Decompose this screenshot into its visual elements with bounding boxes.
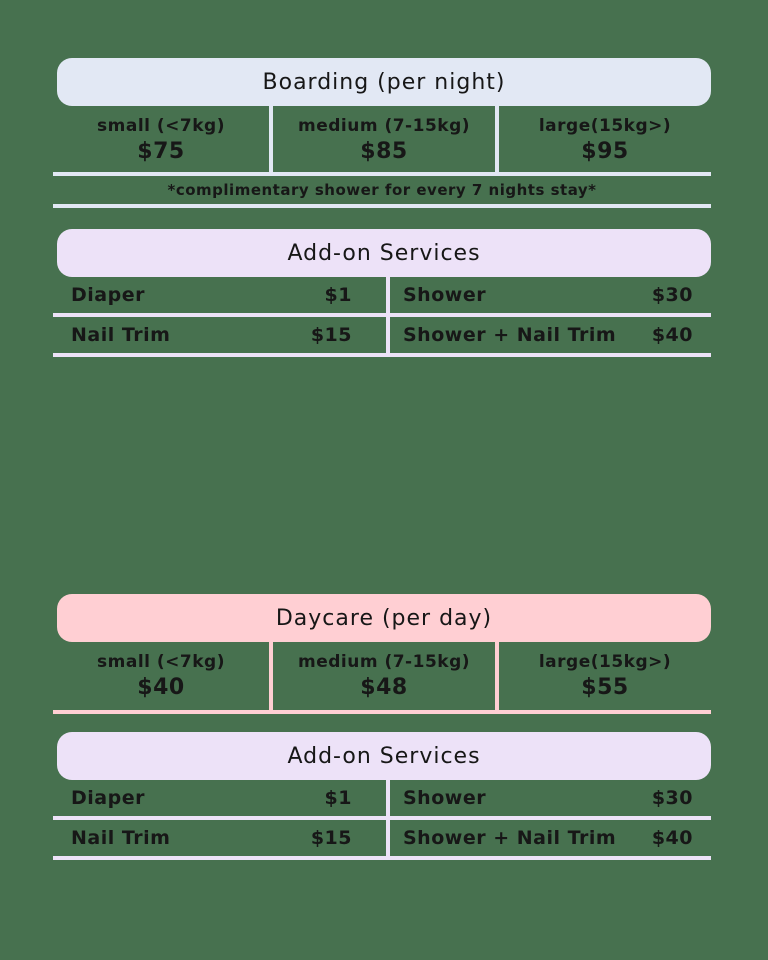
column-divider (269, 642, 273, 710)
addon-price: $1 (324, 787, 352, 809)
tier-price: $40 (137, 675, 185, 700)
addon-label: Nail Trim (71, 324, 171, 346)
addon-item: Shower + Nail Trim $40 (390, 820, 711, 856)
boarding-addons-table: Diaper $1 Shower $30 Nail Trim $15 Showe… (53, 277, 711, 357)
addon-row: Nail Trim $15 Shower + Nail Trim $40 (53, 317, 711, 353)
addon-item: Nail Trim $15 (53, 317, 386, 353)
daycare-title: Daycare (per day) (275, 605, 493, 631)
tier-price: $95 (581, 139, 629, 164)
addon-item: Nail Trim $15 (53, 820, 386, 856)
boarding-tier-large: large(15kg>) $95 (499, 106, 711, 172)
addon-price: $30 (651, 284, 693, 306)
addon-label: Diaper (71, 284, 145, 306)
boarding-addons-title: Add-on Services (287, 240, 481, 266)
addon-row: Diaper $1 Shower $30 (53, 277, 711, 313)
divider-line (53, 204, 711, 208)
addon-row: Diaper $1 Shower $30 (53, 780, 711, 816)
divider-line (53, 313, 711, 317)
addon-label: Shower + Nail Trim (403, 827, 617, 849)
addon-price: $1 (324, 284, 352, 306)
addon-row: Nail Trim $15 Shower + Nail Trim $40 (53, 820, 711, 856)
daycare-header: Daycare (per day) (57, 594, 711, 642)
addon-label: Shower (403, 284, 487, 306)
tier-label: large(15kg>) (538, 116, 672, 136)
addon-label: Shower (403, 787, 487, 809)
column-divider (386, 277, 390, 357)
addon-label: Diaper (71, 787, 145, 809)
addon-item: Diaper $1 (53, 780, 386, 816)
divider-line (53, 856, 711, 860)
divider-line (53, 816, 711, 820)
boarding-tier-small: small (<7kg) $75 (53, 106, 269, 172)
daycare-addons-title: Add-on Services (287, 743, 481, 769)
column-divider (386, 780, 390, 860)
boarding-tier-medium: medium (7-15kg) $85 (273, 106, 495, 172)
addon-price: $30 (651, 787, 693, 809)
daycare-addons-header: Add-on Services (57, 732, 711, 780)
column-divider (495, 642, 499, 710)
daycare-tier-medium: medium (7-15kg) $48 (273, 642, 495, 710)
divider-line (53, 710, 711, 714)
addon-price: $40 (651, 324, 693, 346)
tier-price: $85 (360, 139, 408, 164)
addon-price: $15 (310, 827, 352, 849)
daycare-tier-row: small (<7kg) $40 medium (7-15kg) $48 lar… (53, 642, 711, 710)
tier-label: small (<7kg) (97, 652, 225, 672)
boarding-header: Boarding (per night) (57, 58, 711, 106)
daycare-addons-table: Diaper $1 Shower $30 Nail Trim $15 Showe… (53, 780, 711, 860)
boarding-addons-header: Add-on Services (57, 229, 711, 277)
boarding-tier-row: small (<7kg) $75 medium (7-15kg) $85 lar… (53, 106, 711, 172)
addon-item: Shower $30 (390, 780, 711, 816)
addon-item: Shower + Nail Trim $40 (390, 317, 711, 353)
tier-price: $55 (581, 675, 629, 700)
tier-price: $48 (360, 675, 408, 700)
addon-price: $40 (651, 827, 693, 849)
addon-label: Nail Trim (71, 827, 171, 849)
daycare-tier-small: small (<7kg) $40 (53, 642, 269, 710)
tier-price: $75 (137, 139, 185, 164)
addon-item: Shower $30 (390, 277, 711, 313)
divider-line (53, 353, 711, 357)
column-divider (495, 106, 499, 172)
daycare-tier-large: large(15kg>) $55 (499, 642, 711, 710)
column-divider (269, 106, 273, 172)
addon-price: $15 (310, 324, 352, 346)
boarding-note: *complimentary shower for every 7 nights… (167, 181, 597, 199)
tier-label: large(15kg>) (538, 652, 672, 672)
boarding-title: Boarding (per night) (262, 69, 506, 95)
addon-item: Diaper $1 (53, 277, 386, 313)
tier-label: medium (7-15kg) (297, 652, 471, 672)
divider-line (53, 172, 711, 176)
tier-label: medium (7-15kg) (297, 116, 471, 136)
tier-label: small (<7kg) (97, 116, 225, 136)
addon-label: Shower + Nail Trim (403, 324, 617, 346)
